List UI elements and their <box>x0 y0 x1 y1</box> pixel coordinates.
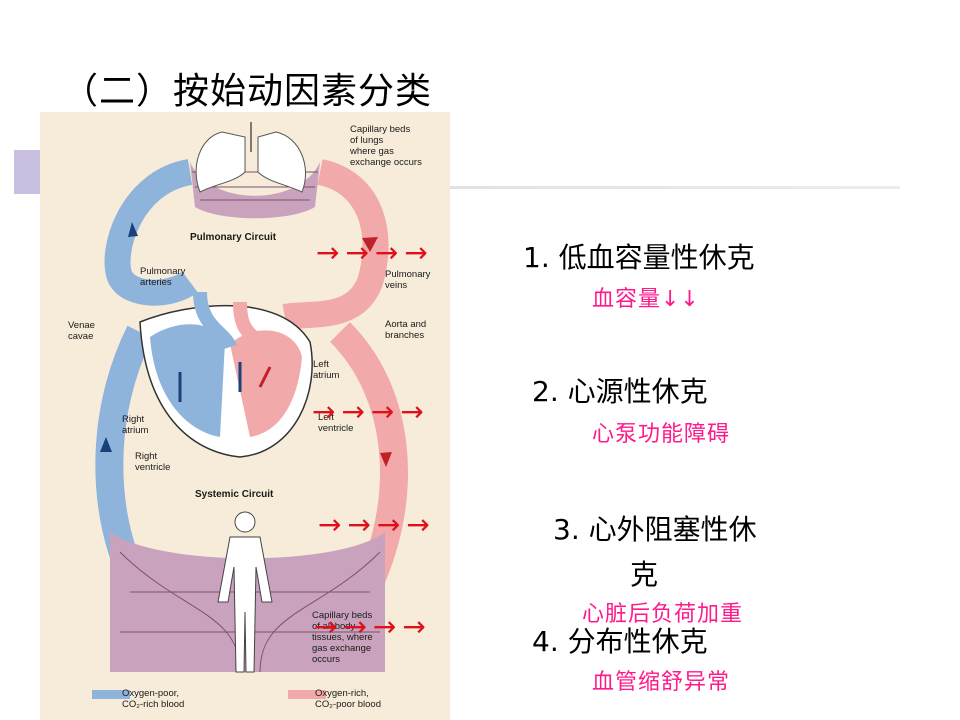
legend-oxygen-poor-1: Oxygen-poor, <box>122 688 179 699</box>
circulation-diagram-svg: Capillary beds of lungs where gas exchan… <box>68 122 431 710</box>
label-capillary-body-2: of all body <box>312 621 356 632</box>
legend-oxygen-rich-1: Oxygen-rich, <box>315 688 369 699</box>
item-1-note: 血容量↓↓ <box>592 287 700 312</box>
item-3-label-line1: 3. 心外阻塞性休 <box>553 513 757 546</box>
human-figure-icon <box>217 511 273 673</box>
circulation-diagram: Capillary beds of lungs where gas exchan… <box>40 112 450 720</box>
label-right-atrium-2: atrium <box>122 425 148 436</box>
label-right-ventricle-1: Right <box>135 451 158 462</box>
label-systemic-circuit: Systemic Circuit <box>195 489 274 500</box>
item-3-label-line2: 克 <box>630 558 659 591</box>
label-venae-cavae-1: Venae <box>68 320 95 331</box>
label-capillary-lungs-2: of lungs <box>350 135 384 146</box>
arrow-row-2: →→→→ <box>312 395 430 428</box>
label-left-atrium-1: Left <box>313 359 329 370</box>
label-capillary-body-4: gas exchange <box>312 643 371 654</box>
arrow-row-3: →→→→ <box>318 508 436 541</box>
label-pulmonary-veins-2: veins <box>385 280 407 291</box>
item-4-label: 4. 分布性休克 <box>532 625 708 658</box>
decorative-square <box>14 150 40 194</box>
arrow-row-4: →→→→ <box>314 610 432 643</box>
label-pulmonary-arteries-1: Pulmonary <box>140 266 186 277</box>
label-right-ventricle-2: ventricle <box>135 462 170 473</box>
label-pulmonary-arteries-2: arteries <box>140 277 172 288</box>
page-title: （二）按始动因素分类 <box>62 71 433 112</box>
label-capillary-lungs-3: where gas <box>349 146 394 157</box>
legend-swatch-oxygen-poor <box>92 690 130 699</box>
label-capillary-lungs-4: exchange occurs <box>350 157 422 168</box>
item-4-note: 血管缩舒异常 <box>592 670 731 695</box>
label-aorta-1: Aorta and <box>385 319 426 330</box>
legend-swatch-oxygen-rich <box>288 690 326 699</box>
item-2-note: 心泵功能障碍 <box>592 422 731 447</box>
legend-oxygen-rich-2: CO₂-poor blood <box>315 699 381 710</box>
label-venae-cavae-2: cavae <box>68 331 93 342</box>
label-aorta-2: branches <box>385 330 424 341</box>
label-pulmonary-circuit: Pulmonary Circuit <box>190 232 277 243</box>
label-capillary-body-1: Capillary beds <box>312 610 372 621</box>
item-2-label: 2. 心源性休克 <box>532 375 708 408</box>
label-left-atrium-2: atrium <box>313 370 339 381</box>
legend-oxygen-poor-2: CO₂-rich blood <box>122 699 184 710</box>
decorative-divider <box>40 186 900 189</box>
label-capillary-body-5: occurs <box>312 654 340 665</box>
label-capillary-lungs-1: Capillary beds <box>350 124 410 135</box>
label-right-atrium-1: Right <box>122 414 145 425</box>
arrow-row-1: →→→→ <box>316 236 434 269</box>
label-pulmonary-veins-1: Pulmonary <box>385 269 431 280</box>
lungs-icon <box>195 122 306 193</box>
item-1-label: 1. 低血容量性休克 <box>523 241 755 274</box>
label-left-ventricle-1: Left <box>318 412 334 423</box>
label-capillary-body-3: tissues, where <box>312 632 373 643</box>
item-3-note: 心脏后负荷加重 <box>582 602 744 627</box>
label-left-ventricle-2: ventricle <box>318 423 353 434</box>
heart-icon <box>139 291 313 458</box>
